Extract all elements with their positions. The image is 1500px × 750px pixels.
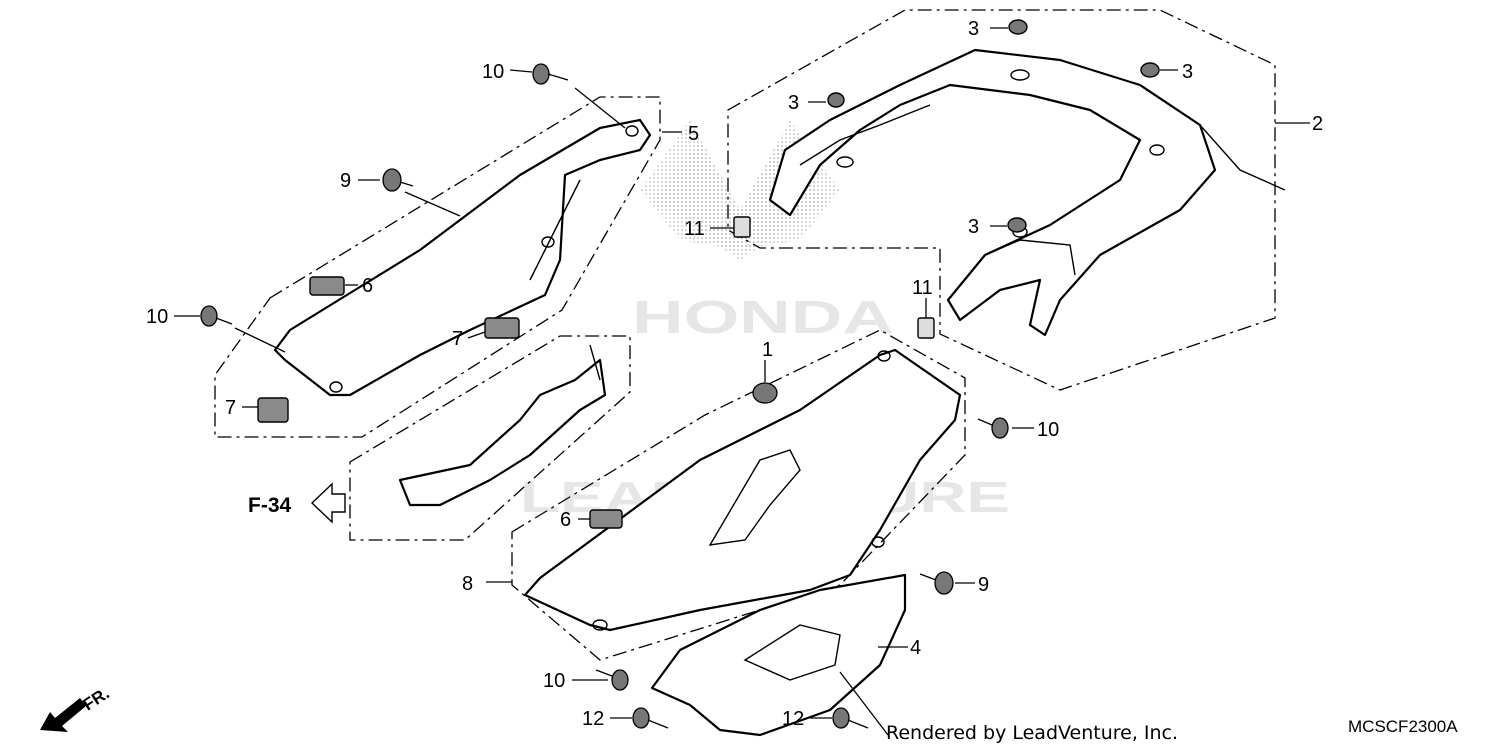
callout-3-right: 3 [1182,61,1193,83]
front-direction-arrow: FR. [40,684,113,732]
grommet-fasteners [827,19,1160,233]
callout-9-upper: 9 [340,170,351,192]
front-direction-label: FR. [79,684,112,715]
callout-11-right: 11 [912,277,933,299]
reference-label: F-34 [248,494,292,517]
part-2-rear-cowl [768,48,1286,337]
callout-12-right: 12 [782,708,804,730]
callout-6-upper: 6 [362,275,373,297]
callout-10-right: 10 [1037,419,1059,441]
callout-9-lower: 9 [978,574,989,596]
callout-7-upper: 7 [452,328,463,350]
honda-logo-watermark: HONDA LEADVENTURE [520,120,1010,522]
part-5-side-cover [273,118,652,397]
part-5-group-boundary [214,96,661,438]
part-7-damper-lower [257,397,289,423]
callout-2: 2 [1312,113,1323,135]
callout-6-lower: 6 [560,509,571,531]
callout-12-left: 12 [582,708,604,730]
part-8-side-cover [523,348,962,632]
callout-3-bottom: 3 [968,216,979,238]
callout-10-top: 10 [482,61,504,83]
render-credit: Rendered by LeadVenture, Inc. [886,722,1178,744]
callout-3-top: 3 [968,18,979,40]
lower-bracket-boundary [349,335,631,541]
callout-1: 1 [762,339,773,361]
lower-bracket [398,344,607,507]
part-2-group-boundary [727,9,1276,391]
callout-8: 8 [462,573,473,595]
part-6-damper-upper [309,276,345,296]
f34-reference: F-34 [248,482,346,524]
diagram-code: MCSCF2300A [1348,717,1458,736]
leader-lines [174,27,1310,736]
callout-10-left: 10 [146,306,168,328]
callouts: 1 2 3 3 3 3 4 5 6 6 7 7 8 9 9 10 10 10 1… [146,18,1323,730]
clip-nut-fasteners [733,216,935,339]
callout-7-lower: 7 [225,397,236,419]
bolt-fasteners [200,63,1009,729]
part-7-damper-upper [484,317,520,339]
callout-11-left: 11 [684,218,705,240]
watermark-brand: HONDA [632,291,894,343]
part-6-damper-lower [589,509,623,529]
callout-4: 4 [910,637,921,659]
part-4-lower-cover [650,573,907,737]
callout-10-bottom: 10 [543,670,565,692]
callout-3-left: 3 [788,92,799,114]
callout-5: 5 [688,123,699,145]
